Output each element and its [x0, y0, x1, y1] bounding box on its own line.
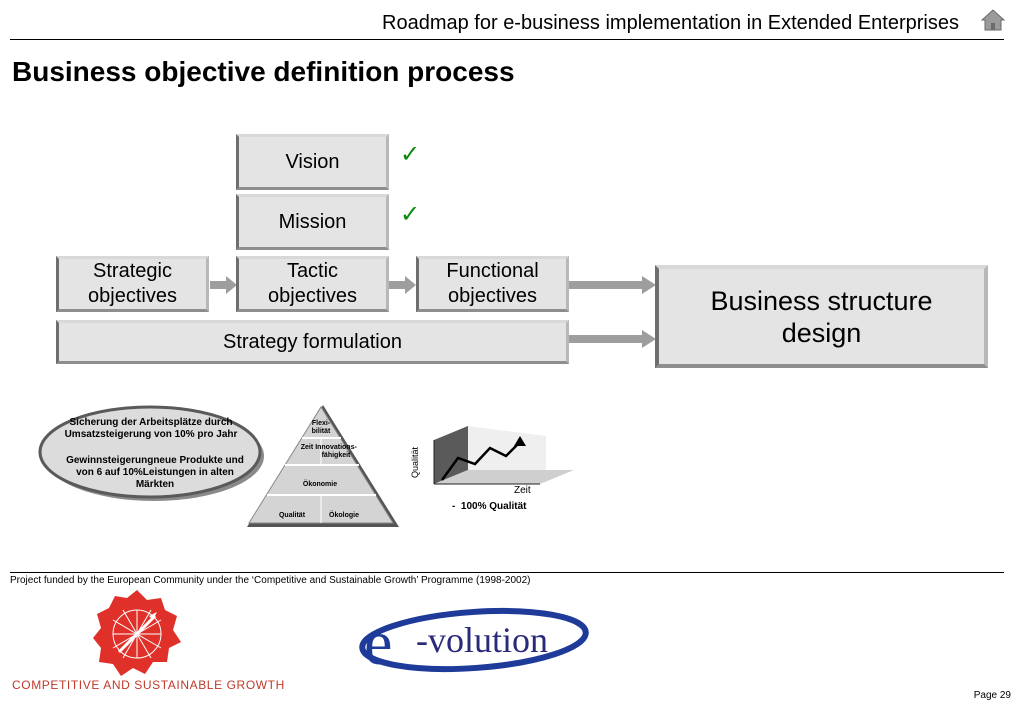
pyramid-time-label: Zeit [300, 444, 314, 451]
tactic-objectives-label: Tactic objectives [268, 260, 357, 307]
footer-rule [10, 572, 1004, 573]
arrow-tactic-functional [389, 276, 416, 294]
pyramid-economy-label: Ökonomie [302, 481, 338, 488]
pyramid-ecology-label: Ökologie [329, 512, 359, 519]
pyramid-top-label: Flexi-bilität [311, 420, 331, 435]
functional-objectives-box: Functional objectives [416, 256, 569, 312]
vision-check-icon: ✓ [400, 141, 421, 168]
mission-label: Mission [278, 210, 347, 233]
funding-text: Project funded by the European Community… [10, 575, 531, 586]
vision-label: Vision [285, 150, 340, 173]
business-structure-label: Business structure design [710, 285, 933, 348]
business-structure-box: Business structure design [655, 265, 988, 368]
strategy-formulation-label: Strategy formulation [223, 330, 402, 353]
strategy-formulation-box: Strategy formulation [56, 320, 569, 364]
goal-text-2: Gewinnsteigerungneue Produkte und von 6 … [66, 455, 244, 490]
pyramid-innovation-label: Innovations-fähigkeit [315, 444, 357, 459]
goal-pyramid [247, 405, 399, 527]
strategic-objectives-label: Strategic objectives [88, 260, 177, 307]
home-icon[interactable] [981, 8, 1005, 32]
evolution-logo: e -volution [359, 607, 589, 678]
pyramid-quality-label: Qualität [278, 512, 306, 519]
goal-text-1: Sicherung der Arbeitsplätze durch Umsatz… [64, 417, 238, 440]
arrow-strategic-tactic [210, 276, 237, 294]
strategic-objectives-box: Strategic objectives [56, 256, 209, 312]
arrow-functional-business [569, 276, 656, 294]
evolution-logo-text: -volution [416, 620, 548, 660]
competitive-growth-label: COMPETITIVE AND SUSTAINABLE GROWTH [12, 678, 285, 692]
flow-arrows [210, 276, 656, 348]
header-title: Roadmap for e-business implementation in… [382, 12, 959, 34]
arrow-strategy-business [569, 330, 656, 348]
mission-box: Mission [236, 194, 389, 250]
quality-chart-caption: - 100% Qualität [452, 501, 527, 512]
goal-ellipse [38, 405, 264, 501]
page-number: Page 29 [973, 690, 1011, 701]
tactic-objectives-box: Tactic objectives [236, 256, 389, 312]
header-rule [10, 39, 1004, 40]
functional-objectives-label: Functional objectives [446, 260, 539, 307]
vision-box: Vision [236, 134, 389, 190]
mission-check-icon: ✓ [400, 201, 421, 228]
quality-chart-ylabel: Qualität [410, 446, 420, 478]
quality-chart [433, 426, 574, 485]
competitive-growth-logo-icon [93, 590, 181, 676]
quality-chart-xlabel: Zeit [514, 485, 531, 496]
evolution-logo-e: e [364, 607, 392, 678]
page-title: Business objective definition process [12, 56, 515, 87]
